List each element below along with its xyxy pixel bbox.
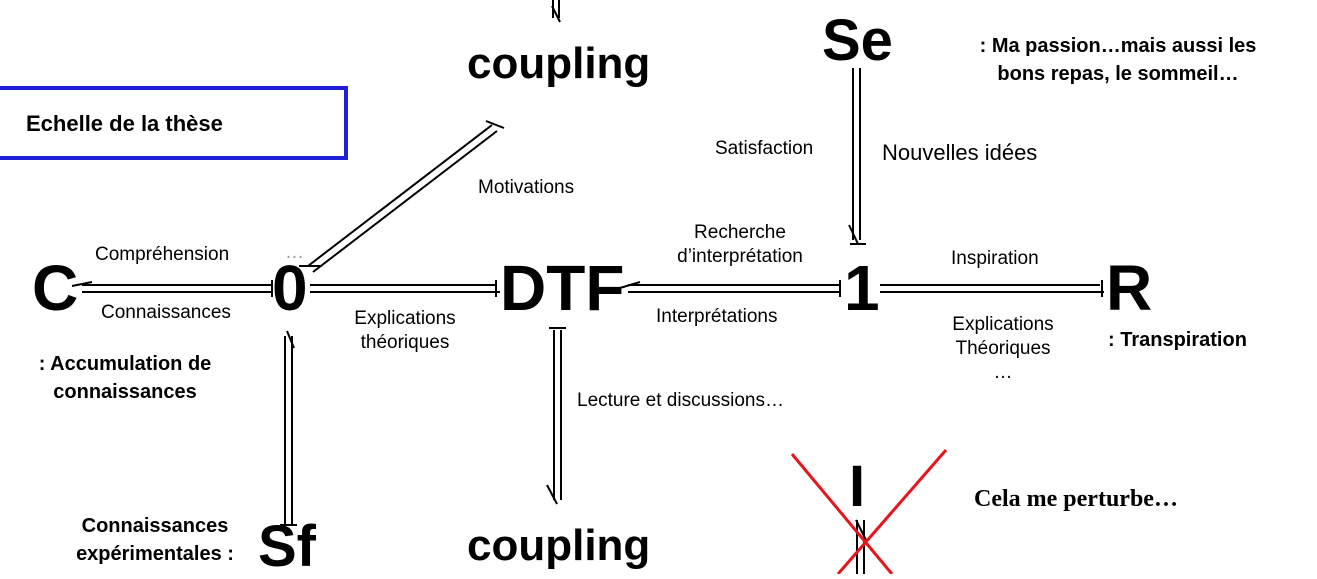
node-one: 1 [844, 252, 880, 324]
label-accumulation-1: : Accumulation de [38, 353, 212, 375]
bond-se-one [848, 68, 866, 245]
node-c: C [32, 252, 79, 324]
label-explications-t-2: Théoriques [955, 338, 1051, 359]
bond-one-r [880, 280, 1104, 297]
label-explications-2: théoriques [360, 332, 450, 353]
bond-dtf-one [619, 280, 841, 297]
label-recherche-2: d’interprétation [677, 246, 803, 267]
bond-top-stub [551, 0, 561, 23]
node-se: Se [822, 8, 893, 73]
label-explications-t-1: Explications [952, 314, 1054, 335]
se-note-line-1: : Ma passion…mais aussi les [979, 35, 1257, 57]
bond-dtf-coupling [546, 327, 566, 505]
label-explications-1: Explications [354, 308, 456, 329]
label-transpiration: : Transpiration [1108, 329, 1247, 351]
label-inspiration: Inspiration [951, 248, 1039, 269]
node-r: R [1106, 252, 1153, 324]
bond-c-zero [71, 280, 273, 297]
node-zero: 0 [272, 252, 308, 324]
label-lecture: Lecture et discussions… [577, 390, 784, 411]
strike-cross [790, 449, 948, 574]
label-connaissances: Connaissances [101, 302, 231, 323]
node-coupling-bottom: coupling [467, 521, 651, 570]
node-coupling-top: coupling [467, 39, 651, 88]
scale-box-label: Echelle de la thèse [26, 111, 223, 136]
node-i: I [849, 454, 866, 519]
label-interpretations: Interprétations [656, 306, 778, 327]
bond-zero-dtf [310, 280, 500, 297]
label-cela-me-perturbe: Cela me perturbe… [974, 486, 1178, 512]
node-sf: Sf [258, 514, 316, 579]
label-explications-t-3: … [993, 362, 1013, 383]
label-recherche-1: Recherche [694, 222, 786, 243]
se-note-line-2: bons repas, le sommeil… [997, 63, 1239, 85]
label-ellipsis: … [285, 242, 304, 263]
scale-box: Echelle de la thèse [0, 86, 348, 160]
label-satisfaction: Satisfaction [715, 138, 814, 159]
label-connaissances-exp-2: expérimentales : [76, 543, 234, 565]
node-dtf: DTF [500, 252, 625, 324]
label-connaissances-exp-1: Connaissances [81, 515, 229, 537]
label-motivations: Motivations [478, 177, 575, 198]
label-comprehension: Compréhension [95, 244, 230, 265]
bond-i-down [855, 519, 867, 574]
label-nouvelles-idees: Nouvelles idées [882, 140, 1038, 165]
label-accumulation-2: connaissances [53, 381, 197, 403]
bond-zero-coupling [299, 120, 505, 273]
bond-zero-sf [280, 330, 297, 526]
